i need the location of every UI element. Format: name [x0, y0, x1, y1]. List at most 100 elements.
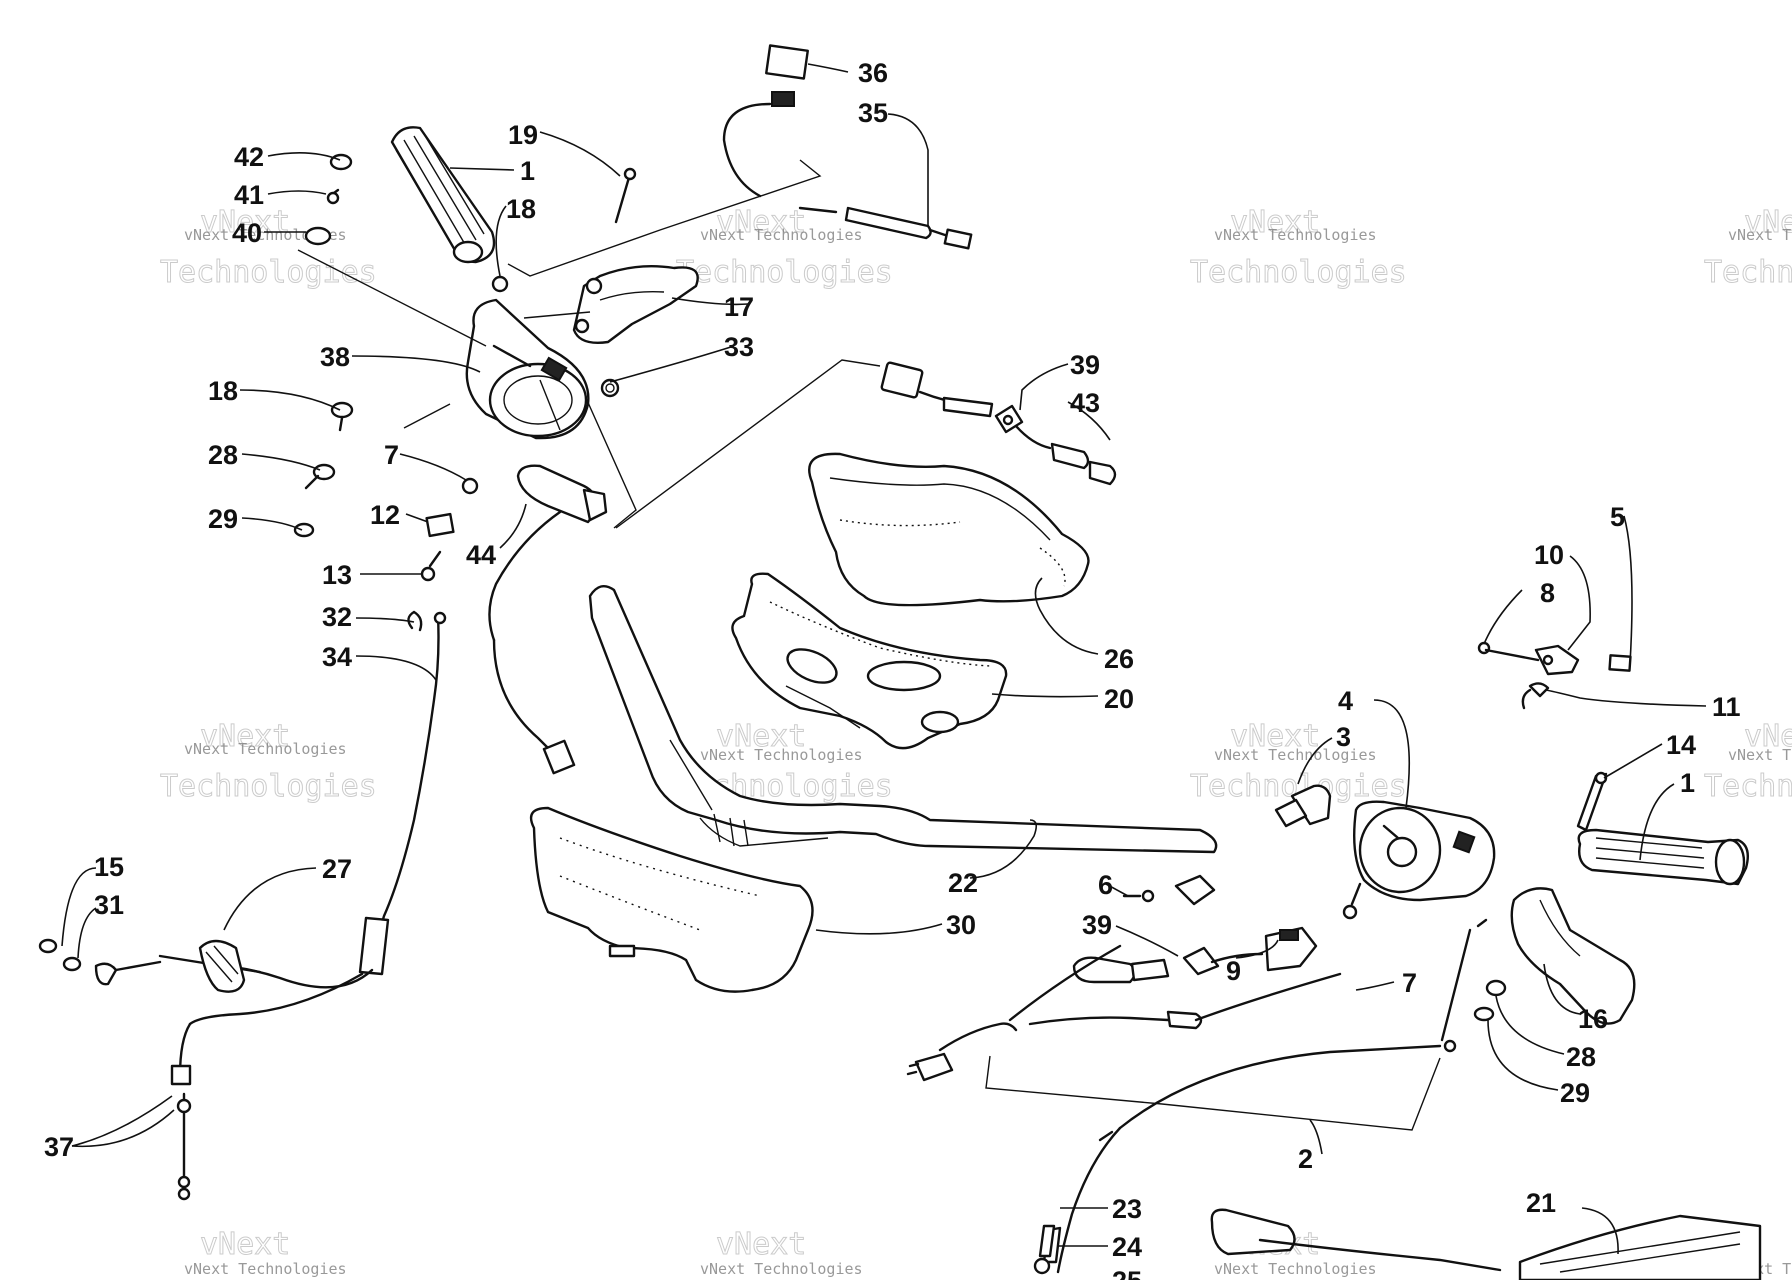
right-connector [1274, 784, 1332, 828]
watermark-text: vNext [1230, 719, 1320, 754]
assembly-lines [297, 159, 881, 529]
watermark-text: vNext Technologies [1214, 746, 1377, 764]
handlebar [588, 584, 1218, 854]
upper-heater-connector [880, 361, 1117, 486]
watermark-text: vNext [200, 719, 290, 754]
watermark-text: Technologies [1190, 255, 1407, 290]
fasteners-left [420, 477, 479, 582]
watermark-text: vNext Technologies [700, 746, 863, 764]
callout-44: 44 [466, 540, 496, 570]
lower-plug-cable [906, 944, 1122, 1082]
callout-1: 1 [520, 156, 535, 186]
watermark: vNext vNext Technologies Technologies [1190, 719, 1408, 805]
callout-37: 37 [44, 1132, 74, 1162]
callout-7: 7 [384, 440, 399, 470]
watermark-group: vNext vNext Technologies Technologies vN… [160, 205, 1792, 1279]
left-hand-grip [390, 126, 496, 264]
callout-23: 23 [1112, 1194, 1142, 1224]
top-bar-pad [808, 452, 1090, 607]
watermark: vNext vNext Technologies Technologies [1190, 205, 1408, 291]
watermark-text: vNext Technologies [1728, 226, 1792, 244]
callout-28: 28 [208, 440, 238, 470]
lower-cable-end [1033, 1224, 1056, 1275]
callout-16: 16 [1578, 1004, 1608, 1034]
watermark-text: vNext Technologies [184, 1260, 347, 1278]
callout-32: 32 [322, 602, 352, 632]
rivet-stack-left [304, 153, 353, 246]
callout-31: 31 [94, 890, 124, 920]
leader-lines [61, 63, 1707, 1255]
callout-2: 2 [1298, 1144, 1313, 1174]
washer-stack-left [293, 401, 354, 538]
pivot-pin [614, 167, 637, 224]
callout-27: 27 [322, 854, 352, 884]
callout-36: 36 [858, 58, 888, 88]
watermark-text: Technologies [676, 255, 893, 290]
watermark: vNext vNext Technologies [700, 1227, 863, 1279]
callout-19: 19 [508, 120, 538, 150]
callout-3: 3 [1336, 722, 1351, 752]
watermark: vNext vNext Technologies Technologies [676, 205, 894, 291]
callout-20: 20 [1104, 684, 1134, 714]
spring-clip [600, 378, 620, 398]
callout-39: 39 [1070, 350, 1100, 380]
watermark-text: vNext [200, 205, 290, 240]
watermark: vNext vNext Technologies Technologies [1704, 719, 1792, 805]
watermark: vNext vNext Technologies Technologies [160, 205, 378, 291]
callout-12: 12 [370, 500, 400, 530]
callout-4: 4 [1338, 686, 1353, 716]
lower-bar-pad [529, 806, 814, 993]
watermark-text: vNext Technologies [1214, 1260, 1377, 1278]
callout-41: 41 [234, 180, 264, 210]
callout-labels: 1 19 18 42 41 40 36 35 17 33 38 18 28 29… [44, 58, 1741, 1280]
callout-9: 9 [1226, 956, 1241, 986]
callout-24: 24 [1112, 1232, 1142, 1262]
watermark: vNext vNext Technologies [184, 1227, 347, 1279]
callout-8: 8 [1540, 578, 1555, 608]
callout-42: 42 [234, 142, 264, 172]
watermark-text: vNext [200, 1227, 290, 1262]
callout-26: 26 [1104, 644, 1134, 674]
right-pivot-cluster [1477, 641, 1632, 710]
callout-29: 29 [208, 504, 238, 534]
brake-lever-bracket [1210, 1208, 1762, 1280]
callout-21: 21 [1526, 1188, 1556, 1218]
watermark: vNext vNext Technologies Technologies [160, 719, 378, 805]
watermark-text: Technologies [1704, 769, 1792, 804]
watermark-text: Technologies [1704, 255, 1792, 290]
left-switch-housing [465, 298, 590, 440]
fastener-right [1342, 882, 1362, 920]
callout-29b: 29 [1560, 1078, 1590, 1108]
watermark-text: vNext Technologies [1728, 746, 1792, 764]
callout-40: 40 [232, 218, 262, 248]
nut-upper [491, 275, 509, 293]
watermark-text: vNext Technologies [1214, 226, 1377, 244]
cable-clip [407, 610, 423, 632]
watermark-text: vNext Technologies [700, 226, 863, 244]
callout-30: 30 [946, 910, 976, 940]
callout-18b: 18 [208, 376, 238, 406]
brake-switch-assembly [488, 464, 608, 775]
right-hand-grip [1577, 828, 1749, 886]
watermark-text: vNext [1230, 205, 1320, 240]
right-switch-housing [1353, 800, 1496, 902]
callout-35: 35 [858, 98, 888, 128]
right-pin [1576, 771, 1608, 832]
callout-33: 33 [724, 332, 754, 362]
watermark-text: Technologies [160, 769, 377, 804]
watermark-text: vNext [716, 719, 806, 754]
callout-13: 13 [322, 560, 352, 590]
callout-14: 14 [1666, 730, 1696, 760]
callout-28b: 28 [1566, 1042, 1596, 1072]
callout-22: 22 [948, 868, 978, 898]
throttle-bracket [572, 265, 699, 344]
callout-25: 25 [1112, 1266, 1142, 1280]
callout-1b: 1 [1680, 768, 1695, 798]
callout-39b: 39 [1082, 910, 1112, 940]
callout-18: 18 [506, 194, 536, 224]
callout-6: 6 [1098, 870, 1113, 900]
right-throttle-lever [1510, 887, 1636, 1025]
callout-11: 11 [1712, 692, 1741, 722]
